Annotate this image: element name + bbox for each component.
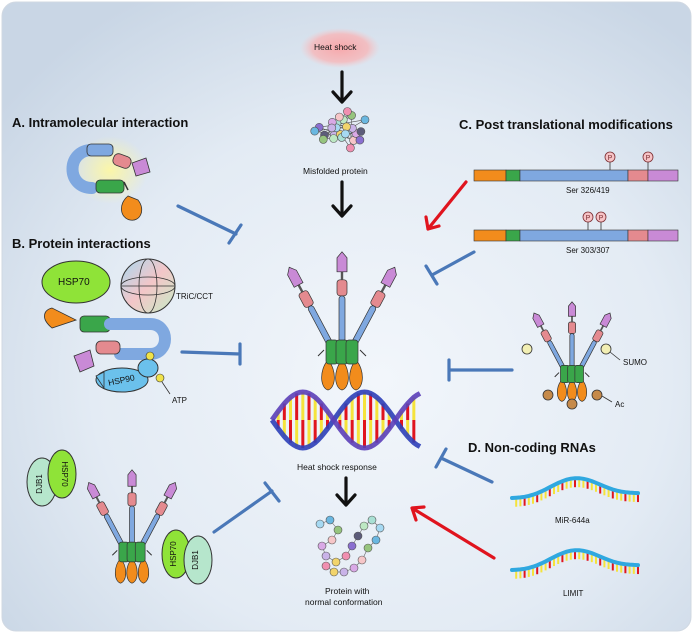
activate-limit	[410, 505, 496, 560]
sumo-ac-marks	[521, 343, 621, 410]
inhibit-intramolecular	[176, 204, 243, 245]
atp-label: ATP	[172, 396, 187, 405]
heat-shock-response-label: Heat shock response	[297, 462, 377, 472]
trimerBL-dbd-0	[114, 558, 127, 584]
hsp70-label-right: HSP70	[169, 541, 178, 567]
trimerBL-arm-right	[140, 482, 177, 547]
tric-cct-label: TRiC/CCT	[176, 292, 213, 301]
hsf1-trimer-bottom-left	[87, 469, 177, 584]
normal-protein-label-line2: normal conformation	[305, 597, 383, 607]
hsp70-label-left: HSP70	[60, 461, 69, 487]
ac-circle-1	[542, 389, 554, 401]
inhibition-connectors	[176, 204, 514, 534]
mir644a-label: MiR-644a	[555, 516, 590, 525]
flow-arrow-misfolded-to-hsf	[331, 180, 353, 218]
ac-circle-2	[566, 398, 578, 410]
djb1-blob-right	[183, 535, 213, 585]
heat-shock-blob	[300, 28, 380, 68]
inhibit-protein-interactions	[180, 342, 242, 366]
phospho-site-2: P	[642, 151, 654, 170]
trimerR-oligomerization-2	[574, 365, 584, 383]
trimerBL-arm-left	[87, 482, 124, 547]
sumo-label: SUMO	[623, 358, 647, 367]
non-coding-rna-strands	[510, 476, 640, 579]
intramolecular-hsf1-monomer	[66, 136, 151, 221]
ser-303-307-label: Ser 303/307	[566, 246, 610, 255]
dna-double-helix	[269, 389, 422, 451]
trimerR-dbd-2	[577, 379, 588, 402]
phospho-site-1: P	[604, 151, 616, 170]
hsf1-trimer-right	[532, 301, 612, 402]
section-c-title: C. Post translational modifications	[459, 117, 673, 132]
dna-strand-2	[269, 389, 422, 451]
flow-arrow-response-to-normal	[335, 476, 357, 507]
hsp90-blob	[95, 367, 149, 393]
section-b-title: B. Protein interactions	[12, 236, 151, 251]
hsp70-blob-left	[47, 449, 77, 499]
hsp70-tric-group	[41, 258, 176, 314]
trimerR-arm-right	[579, 312, 612, 369]
trimerR-arm-left	[532, 312, 565, 369]
sumo-circle-left	[521, 343, 533, 355]
hsf1-trimer-center	[287, 251, 397, 391]
trimerC-dbd-1	[335, 359, 349, 391]
normal-protein-chain	[315, 515, 385, 577]
activation-arrows	[410, 180, 496, 560]
inhibit-sumo-ac	[447, 358, 514, 382]
ptm-domain-bars	[473, 169, 679, 242]
phospho-site-4: P	[595, 211, 607, 230]
ac-label: Ac	[615, 400, 625, 409]
ptm-bar-ser326	[473, 169, 679, 182]
hsp70-label-b: HSP70	[58, 277, 90, 288]
djb1-label-right: DJB1	[191, 550, 200, 570]
hsf1-bound-to-hsp	[44, 307, 171, 395]
normal-protein-label-line1: Protein with	[325, 586, 370, 596]
trimerBL-dbd-2	[137, 558, 150, 584]
phospho-sites: P P P P	[582, 151, 654, 230]
flow-arrows	[331, 70, 357, 507]
trimerBL-dbd-1	[126, 558, 138, 584]
trimerR-dbd-0	[556, 379, 567, 402]
limit-label: LIMIT	[563, 589, 584, 598]
flow-arrow-heat-to-misfolded	[331, 70, 353, 104]
chaperone-bound-trimer	[26, 449, 213, 585]
hsp70-blob-b	[41, 260, 111, 304]
svg-text:P: P	[586, 215, 591, 222]
rna-mir644a	[510, 476, 640, 507]
inhibit-mir644a	[434, 447, 494, 484]
svg-text:P: P	[646, 155, 651, 162]
ser-326-419-label: Ser 326/419	[566, 186, 610, 195]
svg-text:P: P	[599, 215, 604, 222]
phospho-site-3: P	[582, 211, 594, 230]
svg-text:P: P	[608, 155, 613, 162]
trimerC-dbd-0	[321, 359, 335, 391]
inhibit-chaperone-trimer	[212, 481, 281, 534]
trimerC-dbd-2	[349, 359, 363, 391]
trimerR-arm-middle	[568, 301, 576, 368]
hsp90-yellow-dot-2	[155, 373, 165, 383]
misfolded-protein-label: Misfolded protein	[303, 166, 368, 176]
activate-ptm-ser326	[424, 180, 468, 231]
misfolded-protein-cluster	[310, 107, 370, 153]
inhibit-ptm-ser303	[424, 250, 476, 286]
ptm-bar-ser303	[473, 229, 679, 242]
section-d-title: D. Non-coding RNAs	[468, 440, 596, 455]
hsp90-yellow-dot-1	[145, 351, 155, 361]
trimerBL-oligomerization-2	[134, 541, 146, 563]
heat-shock-label: Heat shock	[314, 42, 357, 52]
djb1-label-left: DJB1	[35, 474, 44, 494]
trimerC-arm-right	[352, 266, 397, 345]
ac-circle-3	[591, 389, 603, 401]
sumo-circle-right	[600, 343, 612, 355]
rna-limit	[510, 548, 640, 579]
section-a-title: A. Intramolecular interaction	[12, 115, 189, 130]
trimerC-oligomerization-2	[345, 339, 359, 365]
